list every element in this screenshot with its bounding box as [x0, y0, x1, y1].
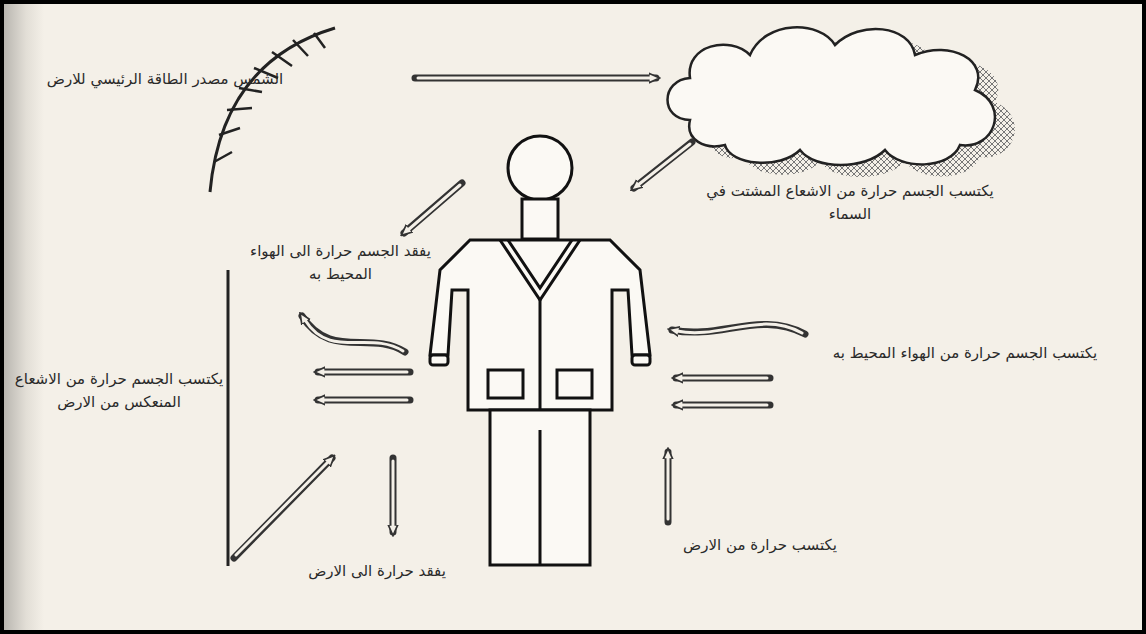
annotation-label: يفقد حرارة الى الارض — [262, 560, 492, 583]
heat-exchange-illustration — [4, 4, 1142, 630]
annotation-label: الشمس مصدر الطاقة الرئيسي للارض — [40, 68, 290, 91]
ground-surface — [227, 270, 230, 566]
person-figure — [430, 136, 650, 565]
diagram-canvas: الشمس مصدر الطاقة الرئيسي للارض يكتسب الج… — [4, 4, 1142, 630]
annotation-label: يكتسب الجسم حرارة من الهواء المحيط به — [815, 342, 1115, 365]
sun-arc — [210, 28, 335, 192]
heat-arrows — [234, 78, 805, 558]
annotation-label: يفقد الجسم حرارة الى الهواء المحيط به — [248, 240, 433, 285]
annotation-label: يكتسب الجسم حرارة من الاشعاع المنعكس من … — [8, 368, 230, 413]
annotation-label: يكتسب الجسم حرارة من الاشعاع المشتت في ا… — [690, 180, 1010, 225]
annotation-label: يكتسب حرارة من الارض — [635, 534, 885, 557]
cloud — [668, 27, 1015, 177]
